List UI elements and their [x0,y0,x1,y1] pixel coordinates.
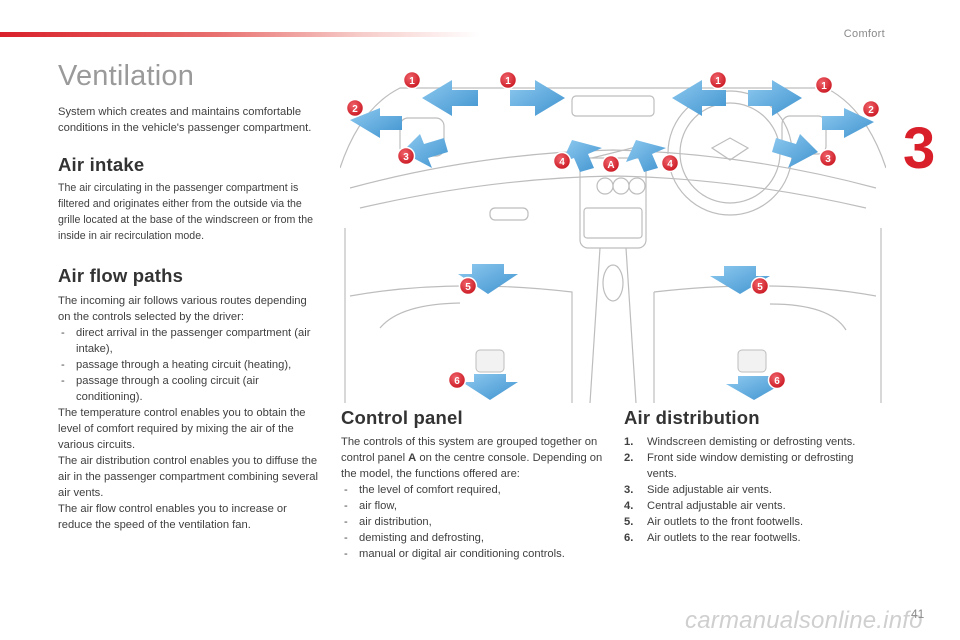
marker-4: 4 [660,153,680,173]
svg-text:1: 1 [409,76,415,87]
svg-text:5: 5 [465,282,471,293]
svg-text:4: 4 [559,157,565,168]
air-flow-routes: direct arrival in the passenger compartm… [58,325,320,405]
list-item: air distribution, [341,514,603,530]
list-item: direct arrival in the passenger compartm… [58,325,320,357]
header-accent-bar [0,32,480,37]
air-intake-text: The air circulating in the passenger com… [58,182,313,242]
svg-text:1: 1 [715,76,721,87]
svg-text:4: 4 [667,159,673,170]
list-item: the level of comfort required, [341,482,603,498]
svg-text:6: 6 [454,376,460,387]
marker-6: 6 [767,370,787,390]
page-title: Ventilation [58,60,195,92]
svg-text:2: 2 [352,104,358,115]
marker-2: 2 [861,99,881,119]
marker-3: 3 [818,148,838,168]
control-panel-intro: The controls of this system are grouped … [341,436,603,480]
control-panel-functions: the level of comfort required, air flow,… [341,482,603,562]
page-number: 41 [911,607,925,621]
airflow-arrows [350,80,874,400]
air-flow-intro: The incoming air follows various routes … [58,295,307,323]
list-item: passage through a cooling circuit (air c… [58,373,320,405]
list-item: passage through a heating circuit (heati… [58,357,320,373]
control-panel-column: Control panel The controls of this syste… [341,407,603,562]
temperature-paragraph: The temperature control enables you to o… [58,407,306,451]
svg-text:3: 3 [825,154,831,165]
marker-1: 1 [402,70,422,90]
ventilation-diagram: 1 1 1 1 2 2 3 3 4 4 A 5 5 6 6 [340,70,886,403]
list-item: manual or digital air conditioning contr… [341,546,603,562]
intro-text: System which creates and maintains comfo… [58,106,312,134]
list-item: air flow, [341,498,603,514]
svg-text:A: A [607,160,614,171]
diagram-markers: 1 1 1 1 2 2 3 3 4 4 A 5 5 6 6 [345,70,881,390]
svg-text:3: 3 [403,152,409,163]
svg-text:1: 1 [821,81,827,92]
marker-6: 6 [447,370,467,390]
marker-3: 3 [396,146,416,166]
marker-4: 4 [552,151,572,171]
air-flow-heading: Air flow paths [58,265,184,286]
list-item: 6.Air outlets to the rear footwells. [624,532,801,544]
svg-text:6: 6 [774,376,780,387]
marker-5: 5 [458,276,478,296]
marker-5: 5 [750,276,770,296]
left-column: System which creates and maintains comfo… [58,104,320,533]
marker-1: 1 [498,70,518,90]
list-item: 4.Central adjustable air vents. [624,500,786,512]
air-intake-heading: Air intake [58,154,145,175]
list-item: 1.Windscreen demisting or defrosting ven… [624,436,856,448]
svg-text:1: 1 [505,76,511,87]
svg-text:5: 5 [757,282,763,293]
svg-text:2: 2 [868,105,874,116]
rear-vents [475,349,767,373]
marker-1: 1 [814,75,834,95]
marker-2: 2 [345,98,365,118]
control-panel-heading: Control panel [341,407,463,428]
control-panel-label: A [408,452,417,464]
air-distribution-list: 1.Windscreen demisting or defrosting ven… [624,434,884,546]
marker-1: 1 [708,70,728,90]
fan-paragraph: The air flow control enables you to incr… [58,503,287,531]
list-item: 3.Side adjustable air vents. [624,484,773,496]
list-item: demisting and defrosting, [341,530,603,546]
car-interior-outline [340,87,886,403]
chapter-number: 3 [903,116,936,181]
list-item: 2.Front side window demisting or defrost… [624,452,854,480]
distribution-paragraph: The air distribution control enables you… [58,455,318,499]
watermark: carmanualsonline.info [685,607,923,634]
section-name: Comfort [843,28,885,40]
marker-a: A [601,154,621,174]
air-distribution-column: Air distribution 1.Windscreen demisting … [624,407,884,546]
air-distribution-heading: Air distribution [624,407,760,428]
list-item: 5.Air outlets to the front footwells. [624,516,804,528]
